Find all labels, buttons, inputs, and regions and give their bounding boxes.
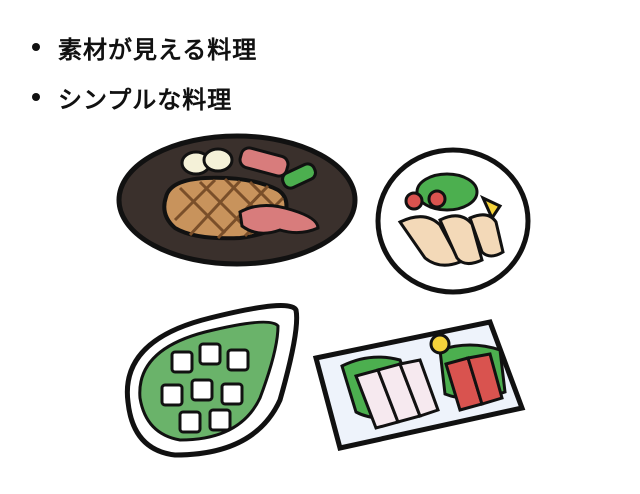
sashimi-plate-icon <box>312 319 526 451</box>
bullet-dot <box>32 93 40 101</box>
bullet-item: シンプルな料理 <box>28 80 257 114</box>
bullet-dot <box>32 43 40 51</box>
fish-plate-icon <box>375 147 531 295</box>
bullet-text: 素材が見える料理 <box>58 35 258 64</box>
bullet-list: 素材が見える料理 シンプルな料理 <box>28 30 257 130</box>
bullet-text: シンプルな料理 <box>58 85 233 114</box>
bullet-item: 素材が見える料理 <box>28 30 257 64</box>
steak-plate-icon <box>116 133 358 267</box>
salad-plate-icon <box>124 303 300 458</box>
